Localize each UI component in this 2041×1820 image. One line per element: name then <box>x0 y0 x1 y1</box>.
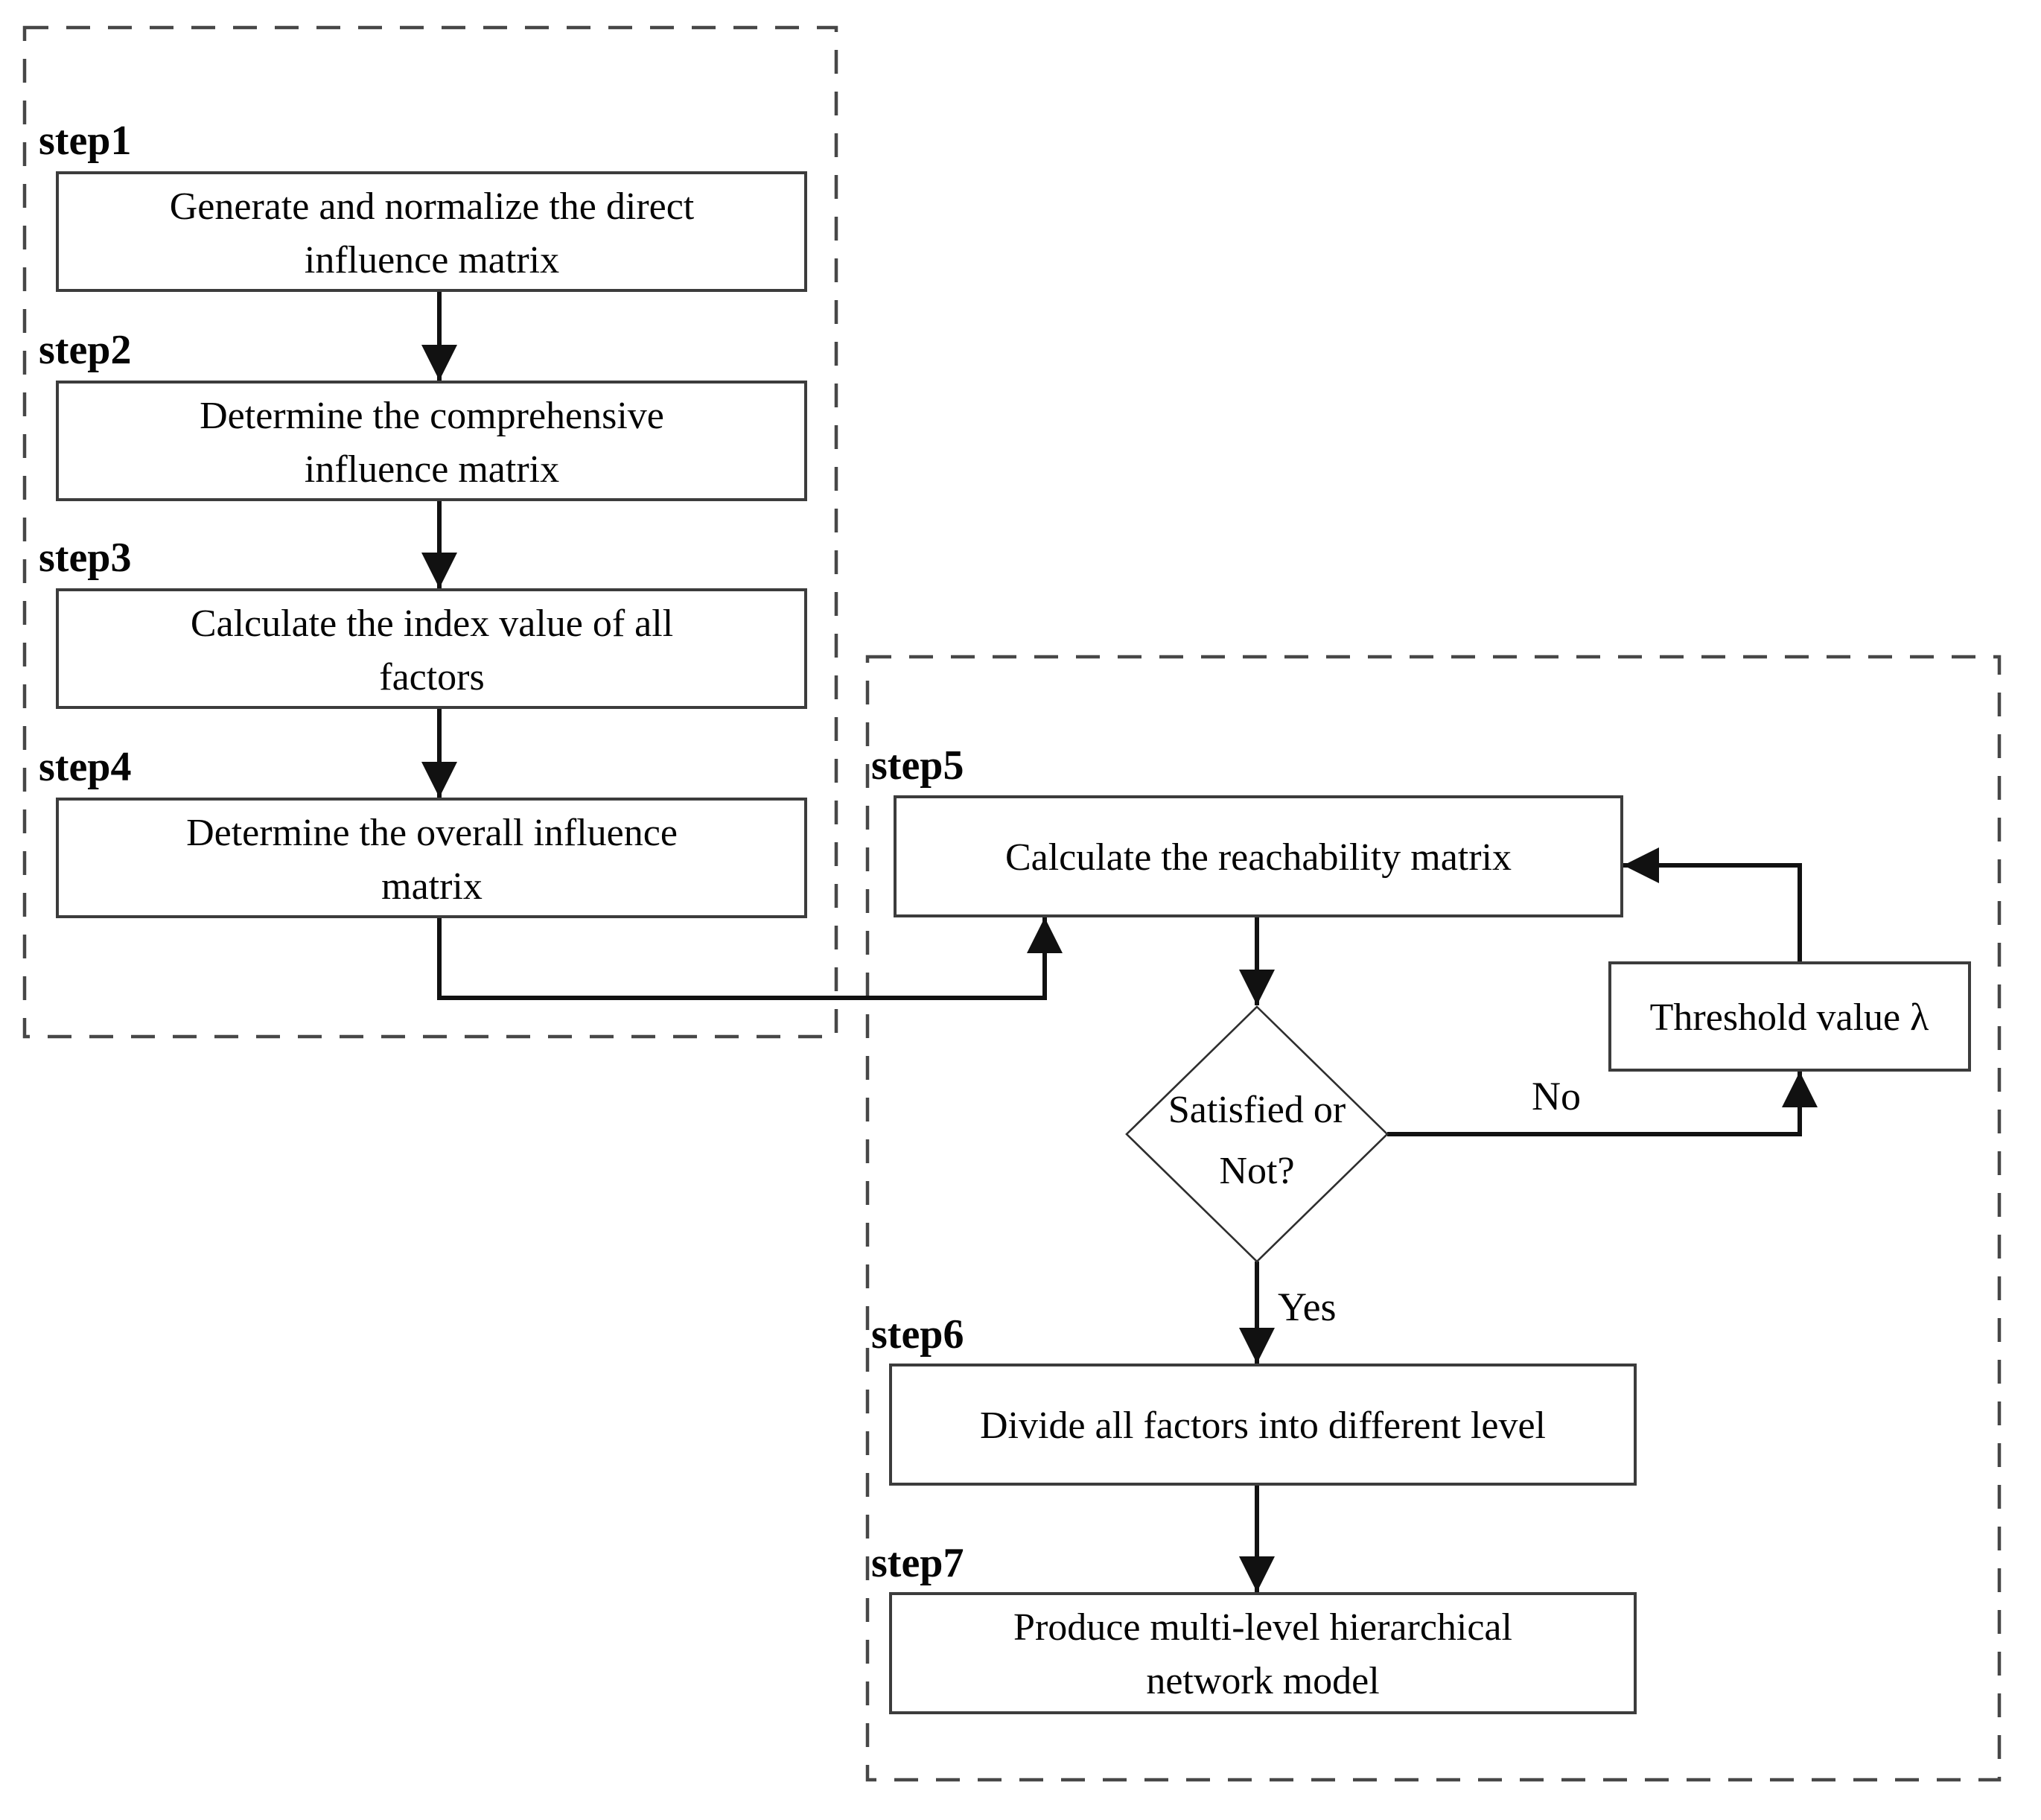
step4-label: step4 <box>39 744 131 790</box>
connector-threshold-step5-loop <box>1623 847 1802 963</box>
step7-text-line1: Produce multi-level hierarchical <box>1013 1606 1512 1649</box>
yes-edge-label: Yes <box>1278 1285 1337 1329</box>
step2-text-line1: Determine the comprehensive <box>200 395 664 437</box>
step3-text-line1: Calculate the index value of all <box>191 602 673 645</box>
decision-diamond <box>1125 1005 1389 1263</box>
step1-text-line2: influence matrix <box>305 239 559 281</box>
step4-text-line1: Determine the overall influence <box>186 812 678 854</box>
step7-label: step7 <box>871 1540 964 1586</box>
threshold-box <box>1608 961 1971 1072</box>
connector-step4-step5 <box>437 917 1063 1000</box>
step2-box <box>56 381 807 501</box>
step1-label: step1 <box>39 118 131 164</box>
group-box-dematel <box>22 25 838 1039</box>
threshold-text: Threshold value λ <box>1650 996 1929 1039</box>
connector-decision-threshold-no-path <box>1387 1072 1818 1136</box>
step6-label: step6 <box>871 1311 964 1358</box>
step6-box <box>889 1364 1637 1486</box>
no-edge-label: No <box>1532 1074 1581 1119</box>
decision-text-line1: Satisfied or <box>1168 1089 1346 1131</box>
step1-text-line1: Generate and normalize the direct <box>170 185 695 228</box>
step3-box <box>56 588 807 709</box>
step2-text-line2: influence matrix <box>305 448 559 491</box>
step2-label: step2 <box>39 327 131 373</box>
step6-text: Divide all factors into different level <box>980 1404 1546 1447</box>
step7-box <box>889 1592 1637 1714</box>
step1-box <box>56 171 807 292</box>
step5-text: Calculate the reachability matrix <box>1005 836 1512 879</box>
step3-label: step3 <box>39 535 131 581</box>
decision-text-line2: Not? <box>1219 1150 1294 1192</box>
step5-label: step5 <box>871 742 964 789</box>
step3-text-line2: factors <box>379 656 484 699</box>
step4-text-line2: matrix <box>381 865 483 908</box>
step4-box <box>56 798 807 918</box>
step7-text-line2: network model <box>1146 1660 1379 1702</box>
group-box-ism <box>865 655 2002 1782</box>
step5-box <box>894 795 1623 917</box>
